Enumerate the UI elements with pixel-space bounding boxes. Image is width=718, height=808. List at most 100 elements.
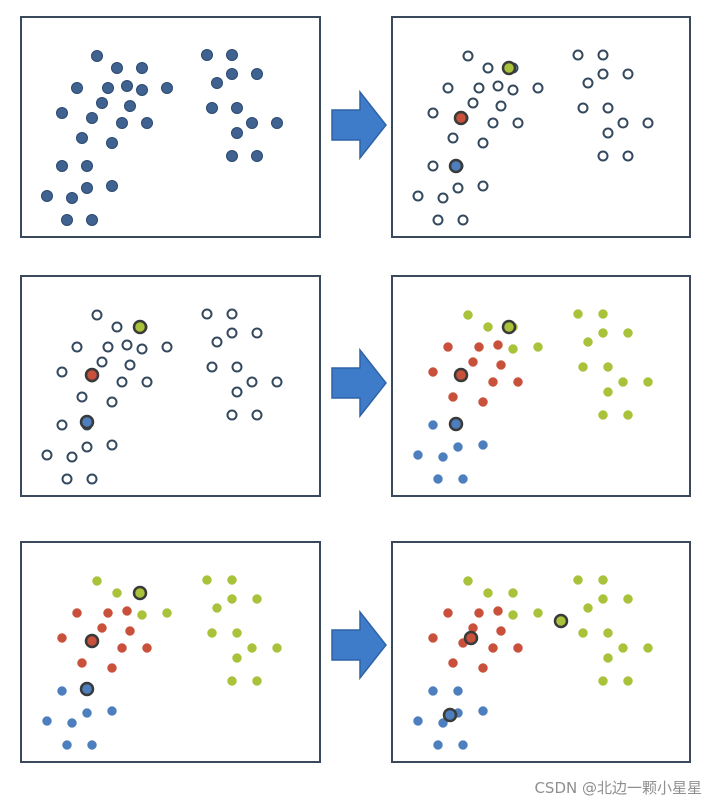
centroid-point (448, 416, 464, 432)
data-point (452, 182, 464, 194)
data-point (251, 409, 263, 421)
data-point (463, 310, 473, 320)
data-point (617, 117, 629, 129)
data-point (56, 107, 68, 119)
data-point (86, 214, 98, 226)
arrow-right-icon (330, 89, 388, 161)
data-point (462, 50, 474, 62)
data-point (447, 132, 459, 144)
centroid-point (84, 367, 100, 383)
data-point (251, 327, 263, 339)
data-point (493, 340, 503, 350)
data-point (251, 68, 263, 80)
data-point (226, 150, 238, 162)
data-point (482, 62, 494, 74)
data-point (603, 653, 613, 663)
data-point (583, 337, 593, 347)
data-point (67, 718, 77, 728)
data-point (478, 663, 488, 673)
data-point (428, 686, 438, 696)
data-point (106, 180, 118, 192)
data-point (438, 718, 448, 728)
data-point (533, 342, 543, 352)
data-point (448, 658, 458, 668)
data-point (573, 309, 583, 319)
data-point (432, 214, 444, 226)
centroid-point (553, 613, 569, 629)
data-point (61, 473, 73, 485)
data-point (433, 474, 443, 484)
data-point (57, 633, 67, 643)
data-point (106, 137, 118, 149)
data-point (252, 594, 262, 604)
data-point (81, 182, 93, 194)
data-point (442, 82, 454, 94)
data-point (96, 97, 108, 109)
centroid-point (79, 681, 95, 697)
data-point (474, 342, 484, 352)
data-point (438, 452, 448, 462)
data-point (643, 377, 653, 387)
data-point (473, 82, 485, 94)
data-point (458, 740, 468, 750)
arrow-right-icon (330, 347, 388, 419)
data-point (82, 708, 92, 718)
data-point (618, 643, 628, 653)
data-point (91, 50, 103, 62)
centroid-point (463, 630, 479, 646)
data-point (117, 643, 127, 653)
data-point (463, 576, 473, 586)
data-point (227, 676, 237, 686)
data-point (226, 327, 238, 339)
data-point (56, 366, 68, 378)
data-point (231, 127, 243, 139)
data-point (495, 100, 507, 112)
data-point (125, 626, 135, 636)
data-point (598, 309, 608, 319)
data-point (62, 740, 72, 750)
panel-6-svg (413, 575, 653, 750)
data-point (86, 112, 98, 124)
centroid-point (132, 319, 148, 335)
data-point (533, 608, 543, 618)
panel-2-svg (412, 49, 654, 226)
data-point (41, 449, 53, 461)
data-point (433, 740, 443, 750)
data-point (453, 442, 463, 452)
panel-4-svg (413, 309, 653, 484)
data-point (598, 410, 608, 420)
data-point (467, 97, 479, 109)
data-point (107, 663, 117, 673)
data-point (623, 594, 633, 604)
data-point (578, 628, 588, 638)
data-point (602, 127, 614, 139)
data-point (42, 716, 52, 726)
data-point (623, 676, 633, 686)
data-point (71, 82, 83, 94)
panel-3-hollow-with-centroids (20, 275, 321, 497)
data-point (201, 308, 213, 320)
data-point (271, 117, 283, 129)
data-point (211, 336, 223, 348)
data-point (66, 192, 78, 204)
data-point (246, 117, 258, 129)
data-point (618, 377, 628, 387)
data-point (202, 575, 212, 585)
data-point (428, 367, 438, 377)
data-point (91, 309, 103, 321)
data-point (643, 643, 653, 653)
centroid-point (453, 367, 469, 383)
data-point (428, 420, 438, 430)
data-point (496, 360, 506, 370)
data-point (103, 608, 113, 618)
data-point (226, 68, 238, 80)
data-point (478, 440, 488, 450)
panel-6-updated-centroids (391, 541, 691, 763)
data-point (597, 49, 609, 61)
data-point (603, 387, 613, 397)
data-point (61, 214, 73, 226)
data-point (206, 102, 218, 114)
data-point (247, 643, 257, 653)
data-point (448, 392, 458, 402)
data-point (507, 84, 519, 96)
